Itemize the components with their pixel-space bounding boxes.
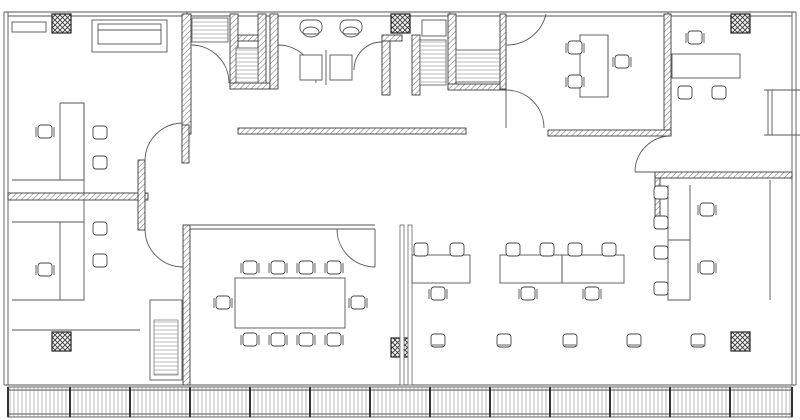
office-chair-icon: [677, 85, 693, 100]
office-chair-icon: [324, 260, 344, 275]
office-chair-icon: [565, 74, 585, 89]
office-chair-icon: [505, 242, 521, 257]
conference-table: [234, 277, 346, 329]
structural-column-icon: [730, 13, 751, 34]
office-chair-icon: [268, 332, 288, 347]
office-chair-icon: [92, 155, 108, 170]
office-chair-icon: [35, 124, 55, 139]
office-chair-icon: [240, 260, 260, 275]
left-offices: [7, 102, 184, 331]
conference-room: [149, 224, 413, 386]
door-swing-icon: [505, 13, 547, 46]
office-chair-icon: [348, 295, 368, 310]
office-chair-icon: [35, 262, 55, 277]
office-chair-icon: [92, 253, 108, 268]
office-chair-icon: [240, 332, 260, 347]
lounge-area: [11, 19, 168, 53]
office-chair-icon: [430, 333, 446, 348]
office-chair-icon: [697, 260, 717, 275]
toilet-icon: [299, 19, 363, 38]
structural-column-icon: [730, 331, 751, 352]
office-chair-icon: [653, 281, 669, 296]
top-right-offices: [547, 13, 741, 173]
door-swing-icon: [634, 135, 672, 173]
office-chair-icon: [582, 286, 602, 301]
door-swing-icon: [144, 122, 184, 161]
office-chair-icon: [518, 286, 538, 301]
right-workstations: [653, 171, 793, 301]
structural-column-icon: [51, 331, 72, 352]
right-entrance: [764, 89, 800, 136]
office-chair-icon: [653, 185, 669, 200]
door-swing-icon: [190, 44, 230, 84]
sofa-icon: [91, 19, 168, 53]
office-chair-icon: [213, 295, 233, 310]
restroom-core: [181, 13, 547, 164]
door-swing-icon: [353, 41, 383, 71]
office-chair-icon: [539, 242, 555, 257]
open-workspace: [411, 242, 706, 348]
office-chair-icon: [562, 333, 578, 348]
office-chair-icon: [697, 202, 717, 217]
office-chair-icon: [612, 54, 632, 69]
office-chair-icon: [653, 215, 669, 230]
window-mullions: [7, 387, 793, 417]
desk-upper: [12, 102, 108, 196]
partition-wall: [7, 192, 149, 201]
office-chair-icon: [324, 332, 344, 347]
office-chair-icon: [296, 332, 316, 347]
door-swing-icon: [144, 229, 184, 268]
structural-column-icon: [51, 13, 72, 34]
office-chair-icon: [711, 85, 727, 100]
office-chair-icon: [565, 40, 585, 55]
door-swing-icon: [505, 89, 545, 129]
structural-columns: [51, 13, 751, 358]
partition-wall: [137, 159, 146, 231]
office-chair-icon: [268, 260, 288, 275]
office-chair-icon: [413, 242, 429, 257]
office-chair-icon: [690, 333, 706, 348]
balcony-railing: [7, 386, 793, 418]
office-chair-icon: [653, 245, 669, 260]
office-chair-icon: [92, 221, 108, 236]
office-chair-icon: [296, 260, 316, 275]
office-chair-icon: [496, 333, 512, 348]
structural-column-icon: [390, 13, 411, 34]
office-chair-icon: [626, 333, 642, 348]
office-chair-icon: [449, 242, 465, 257]
office-chair-icon: [92, 125, 108, 140]
desk-lower: [12, 200, 108, 301]
door-swing-icon: [336, 228, 376, 268]
office-chair-icon: [567, 242, 583, 257]
office-chair-icon: [428, 286, 448, 301]
office-chair-icon: [685, 30, 705, 45]
office-chair-icon: [601, 242, 617, 257]
corridor-partition: [237, 127, 467, 135]
